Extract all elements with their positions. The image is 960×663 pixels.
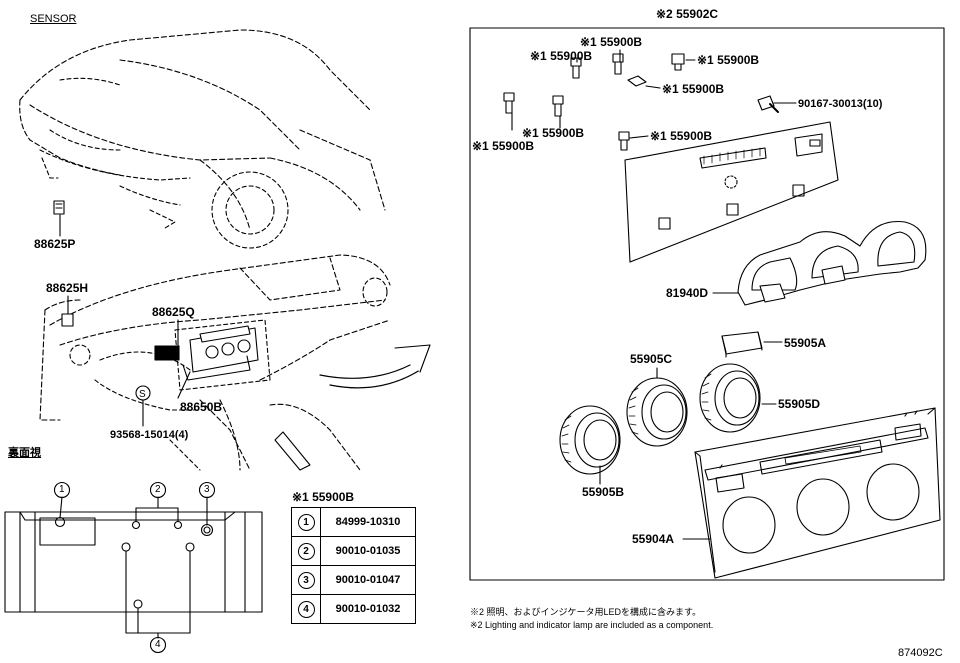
sensor-88625Q [154,319,180,361]
sensor-heading: SENSOR [30,13,77,25]
callout-4: 4 [155,639,161,650]
row-number: 1 [297,513,315,531]
part-label-55905C: 55905C [630,352,673,366]
row-number: 4 [297,600,315,618]
assembly-frame [469,27,945,581]
bolt-90167 [757,95,797,113]
callout-3: 3 [204,484,210,495]
direction-arrow [319,344,431,389]
part-label-55905B: 55905B [582,485,625,499]
part-label-93568: 93568-15014(4) [110,429,189,441]
part-label-55905D: 55905D [778,397,821,411]
dashboard-illustration [39,254,391,471]
table-row: 2 90010-01035 [291,536,416,566]
car-front-illustration [19,29,386,249]
part-label-55900B-f: ※1 55900B [650,129,713,143]
button-55905A [721,331,783,358]
clip-93568: S [135,385,151,427]
sensor-88625P [53,200,65,237]
part-label-88625P: 88625P [34,237,76,251]
table-row: 4 90010-01032 [291,594,416,624]
bulbs [503,49,696,151]
parts-table: 1 84999-10310 2 90010-01035 3 90010-0104… [291,507,416,624]
rear-view-heading: 裏面視 [8,447,41,459]
part-label-81940D: 81940D [666,286,709,300]
part-label-55902C: ※2 55902C [656,7,719,21]
table-row: 3 90010-01047 [291,565,416,595]
sensor-88625H [61,295,74,327]
climate-panel-in-dash [182,325,259,381]
note-japanese: ※2 照明、およびインジケータ用LEDを構成に含みます。 [470,607,702,617]
table-row: 1 84999-10310 [291,507,416,537]
part-label-55900B-g: ※1 55900B [472,139,535,153]
knob-55905C [626,367,688,447]
row-part-number: 90010-01032 [320,594,416,624]
parts-table-title: ※1 55900B [292,490,355,504]
part-label-88625H: 88625H [46,281,89,295]
part-label-90167: 90167-30013(10) [798,98,883,110]
row-part-number: 90010-01047 [320,565,416,595]
callout-2: 2 [155,484,161,495]
note-english: ※2 Lighting and indicator lamp are inclu… [470,620,714,630]
knob-55905B [559,405,621,485]
row-part-number: 90010-01035 [320,536,416,566]
row-number: 3 [297,571,315,589]
part-label-55904A: 55904A [632,532,675,546]
rear-view-panel [4,481,263,654]
panel-55904A [682,407,941,579]
part-label-55900B-b: ※1 55900B [530,49,593,63]
row-part-number: 84999-10310 [320,507,416,537]
part-label-88650B: 88650B [180,400,223,414]
figure-number: 874092C [898,647,943,659]
part-label-55905A: 55905A [784,336,827,350]
row-number: 2 [297,542,315,560]
part-label-88625Q: 88625Q [152,305,195,319]
part-label-55900B-a: ※1 55900B [580,35,643,49]
callout-1: 1 [59,484,65,495]
part-label-55900B-e: ※1 55900B [522,126,585,140]
part-label-55900B-c: ※1 55900B [697,53,760,67]
knob-55905D [699,363,777,433]
part-label-55900B-d: ※1 55900B [662,82,725,96]
svg-text:S: S [139,389,146,400]
circuit-board [624,121,839,263]
lens-81940D [712,220,927,306]
